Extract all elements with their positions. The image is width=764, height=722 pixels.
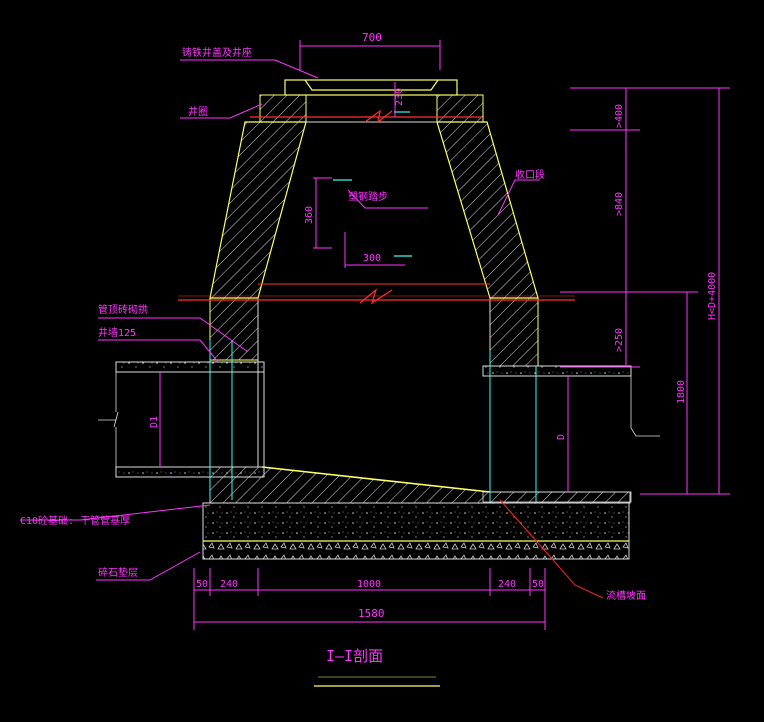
annotation-labels: 铸铁井盖及井座 井圈 塑钢踏步 收口段 管顶砖砌拱 井墙125 C10砼基础: … bbox=[20, 46, 646, 602]
gravel-bed bbox=[202, 540, 630, 560]
left-chamber-wall bbox=[209, 297, 259, 361]
dim-ring-height: 230 bbox=[394, 88, 405, 106]
dim-inner-width: 1000 bbox=[357, 579, 381, 590]
right-chamber-wall bbox=[489, 297, 539, 367]
label-cover: 铸铁井盖及井座 bbox=[182, 46, 252, 59]
label-ladder: 塑钢踏步 bbox=[348, 190, 388, 203]
dim-step-height: 360 bbox=[304, 206, 315, 224]
left-cone-wall bbox=[209, 121, 307, 299]
dim-left-margin: 50 bbox=[196, 579, 208, 590]
dim-cover-width: 700 bbox=[362, 31, 382, 44]
dim-left-wall: 240 bbox=[220, 579, 238, 590]
leader-lines bbox=[20, 59, 604, 687]
dim-top-section: >400 bbox=[614, 104, 625, 128]
dim-pipe-right: D bbox=[556, 434, 567, 440]
dim-right-wall: 240 bbox=[498, 579, 516, 590]
label-channel: 流槽坡面 bbox=[606, 589, 646, 602]
label-pipe-collar: 管顶砖砌拱 bbox=[98, 303, 148, 316]
dim-total-height: H<D+4000 bbox=[707, 272, 718, 320]
dim-chamber-height: 1800 bbox=[676, 380, 687, 404]
bench-floor bbox=[209, 466, 631, 504]
dimension-lines bbox=[159, 40, 730, 630]
concrete-base bbox=[202, 502, 630, 542]
dim-right-margin: 50 bbox=[532, 579, 544, 590]
ladder-steps bbox=[333, 111, 412, 257]
left-inlet-pipe bbox=[98, 340, 265, 500]
label-reducer: 收口段 bbox=[515, 168, 545, 181]
section-title: I—I剖面 bbox=[326, 647, 383, 665]
channel-slope-line bbox=[261, 466, 491, 493]
manhole-cover bbox=[284, 79, 458, 96]
label-wall-thickness: 井墙125 bbox=[98, 326, 136, 339]
dim-step-width: 300 bbox=[363, 253, 381, 264]
label-well-ring: 井圈 bbox=[188, 105, 208, 118]
right-outlet-pipe bbox=[482, 350, 660, 503]
dimension-texts: 700 230 360 300 >400 >840 >250 H<D+4000 … bbox=[149, 31, 718, 620]
dim-pipe-left: D1 bbox=[149, 416, 160, 428]
dim-chamber-section: >250 bbox=[614, 328, 625, 352]
break-lines bbox=[178, 109, 575, 305]
right-cone-wall bbox=[436, 121, 539, 299]
dim-cone-section: >840 bbox=[614, 192, 625, 216]
dim-overall-width: 1580 bbox=[358, 607, 385, 620]
label-gravel: 碎石垫层 bbox=[98, 566, 138, 579]
label-base: C10砼基础: 干管管基厚 bbox=[20, 514, 130, 527]
